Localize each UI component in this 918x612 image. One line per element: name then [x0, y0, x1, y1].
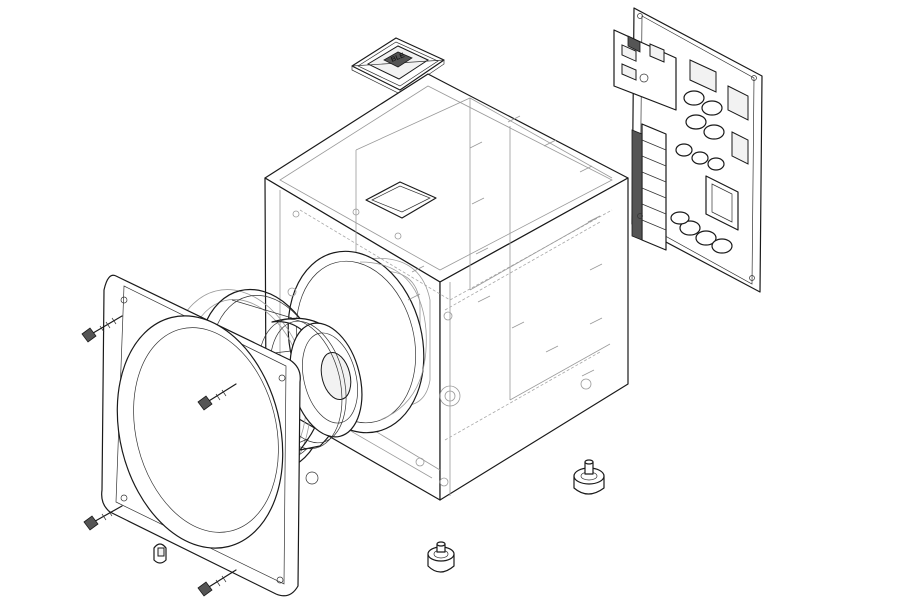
- screw-bottom-left: [83, 505, 123, 531]
- capacitor-bank: [670, 90, 733, 254]
- screw-bottom-right: [197, 569, 237, 597]
- foot-front: [427, 541, 455, 573]
- front-baffle-ring: [101, 274, 301, 597]
- baffle-opening-outer: [116, 315, 284, 549]
- amplifier-module: [613, 7, 763, 293]
- brand-logo-badge: [153, 543, 167, 564]
- screw-middle: [197, 383, 237, 411]
- foot-rear: [573, 459, 605, 495]
- cabinet-side-face: [439, 177, 629, 501]
- baffle-opening-inner: [133, 327, 279, 533]
- transformer: [705, 175, 739, 231]
- screw-top-left: [81, 315, 123, 343]
- top-opening: [365, 181, 437, 219]
- badge-text: BLE: [390, 52, 406, 64]
- front-screws: [81, 315, 237, 597]
- heatsink: [641, 123, 667, 251]
